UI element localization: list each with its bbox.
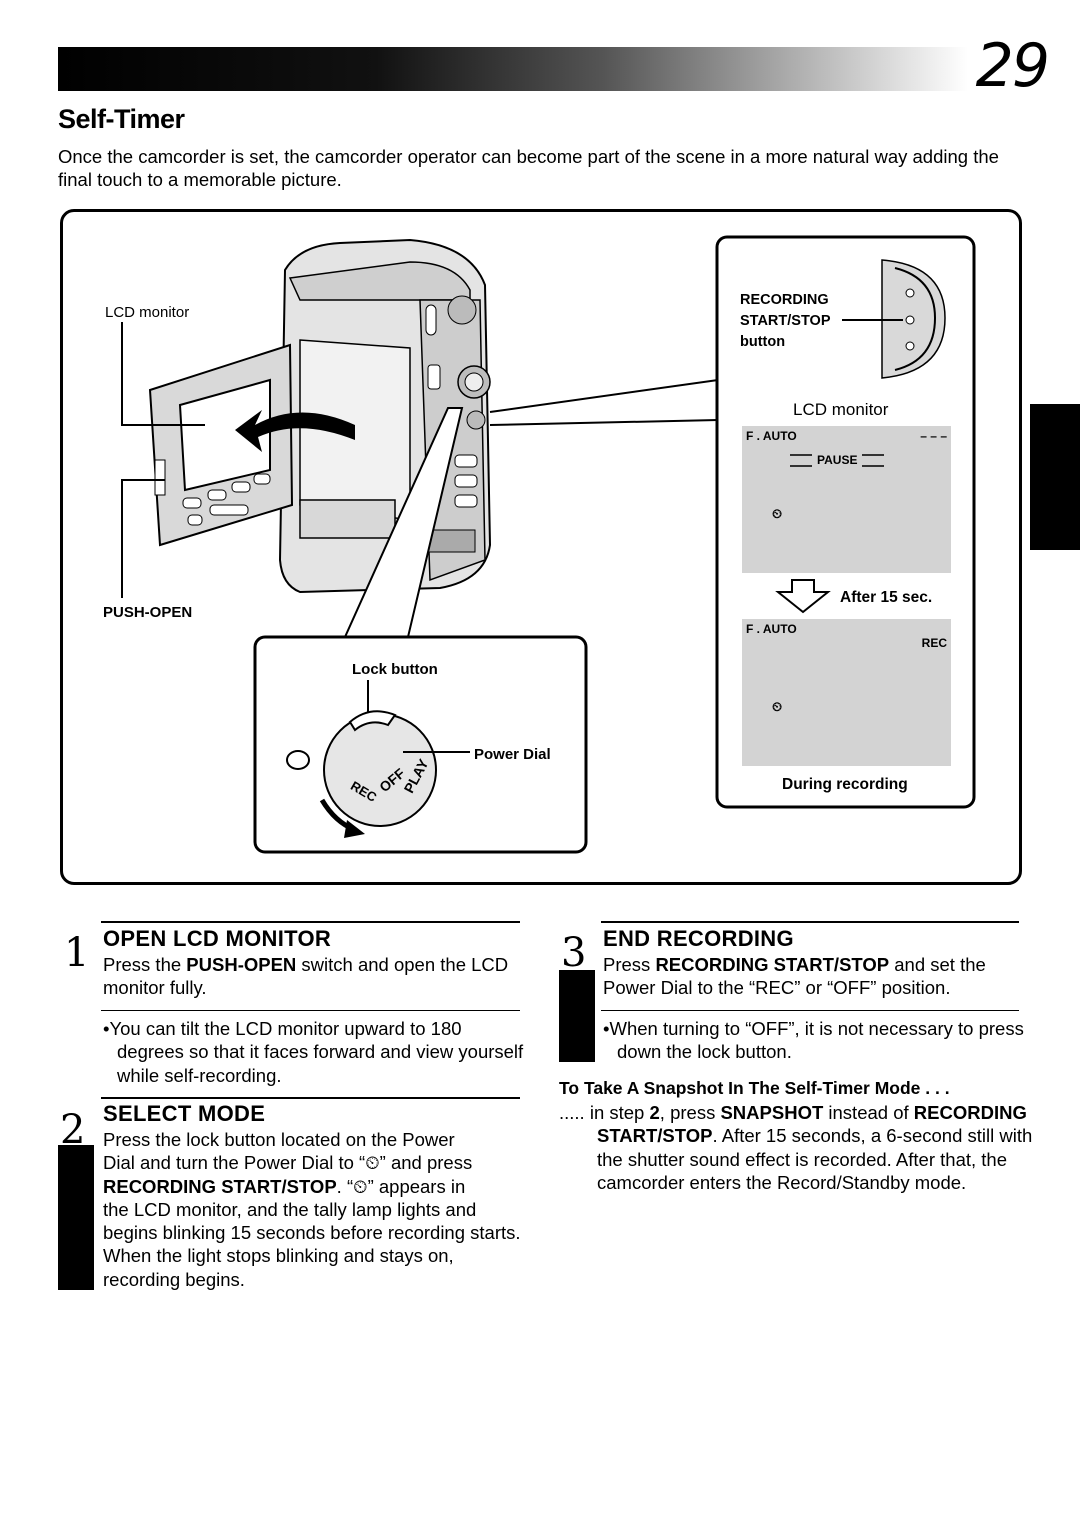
- lcd-screen-rec: F . AUTO REC ⏲: [742, 619, 951, 766]
- after-label: After 15 sec.: [840, 589, 933, 606]
- snapshot-t5: . After 15 seconds, a 6-second still wit…: [597, 1125, 1033, 1193]
- page-title: Self-Timer: [58, 104, 185, 134]
- step3-bullet: •When turning to “OFF”, it is not necess…: [603, 1018, 1024, 1063]
- step3-heading: END RECORDING: [603, 926, 794, 951]
- step2-rest: the LCD monitor, and the tally lamp ligh…: [103, 1198, 521, 1290]
- step2-number: 2: [60, 1107, 86, 1153]
- snapshot-t2: , press: [659, 1102, 721, 1123]
- lcd-callout-line: [121, 322, 205, 426]
- lock-button: [348, 710, 397, 732]
- step2-line3-post: ” appears in: [367, 1175, 466, 1197]
- step3-bar: [559, 970, 595, 1062]
- step1-text-pre: Press the: [103, 954, 187, 975]
- section-tab: [1030, 404, 1080, 550]
- lcd-monitor-label: LCD monitor: [105, 304, 190, 321]
- screen1-tape: – – –: [920, 429, 947, 443]
- step3-divider: [601, 1010, 1019, 1011]
- step2-line3-bold: RECORDING START/STOP: [103, 1175, 337, 1197]
- screen1-status-row: PAUSE: [790, 453, 885, 467]
- rec-button-label: RECORDING START/STOP button: [740, 290, 831, 353]
- step1-divider: [101, 1010, 520, 1011]
- snapshot-t4b: RECORDING START/STOP: [597, 1102, 1027, 1147]
- snapshot-dots: .....: [559, 1102, 585, 1123]
- snapshot-t3: instead of: [823, 1102, 909, 1123]
- snapshot-heading: To Take A Snapshot In The Self-Timer Mod…: [559, 1078, 950, 1098]
- step2-bar: [58, 1145, 94, 1290]
- header-bar: [58, 47, 968, 91]
- pause-bars-icon: [790, 453, 812, 467]
- lock-button-label: Lock button: [352, 661, 438, 678]
- step2-heading: SELECT MODE: [103, 1101, 266, 1126]
- screen2-mode: F . AUTO: [746, 622, 797, 636]
- step1-heading: OPEN LCD MONITOR: [103, 926, 332, 951]
- step2-rule: [101, 1097, 520, 1099]
- rec-button-label-line2: START/STOP: [740, 313, 831, 329]
- snapshot-t2b: SNAPSHOT: [720, 1102, 824, 1123]
- tally-lamp: [286, 750, 310, 770]
- lcd-screen-pause: F . AUTO – – – PAUSE ⏲: [742, 426, 951, 573]
- open-arrow-icon: [235, 410, 355, 452]
- step2-line3: RECORDING START/STOP. “⏲” appears in: [103, 1175, 521, 1198]
- push-open-label: PUSH-OPEN: [103, 604, 193, 621]
- step3-text-post: and set the Power Dial to the “REC” or “…: [603, 954, 986, 999]
- self-timer-icon: ⏲: [365, 1152, 380, 1174]
- step2-text: Press the lock button located on the Pow…: [103, 1128, 521, 1291]
- during-recording-label: During recording: [782, 776, 908, 793]
- step2-line1: Press the lock button located on the Pow…: [103, 1129, 455, 1150]
- screen2-status: REC: [921, 636, 947, 650]
- screen1-mode: F . AUTO: [746, 429, 797, 443]
- page-number: 29: [975, 31, 1050, 101]
- step1-text-post: switch and open the LCD monitor fully.: [103, 954, 509, 999]
- self-timer-icon: ⏲: [772, 699, 783, 714]
- power-dial-label: Power Dial: [474, 746, 551, 763]
- step2-line2-pre: Dial and turn the Power Dial to “: [103, 1152, 366, 1174]
- push-open-callout-line: [121, 479, 165, 598]
- intro-paragraph: Once the camcorder is set, the camcorder…: [58, 146, 999, 190]
- step1-bullet: •You can tilt the LCD monitor upward to …: [103, 1018, 524, 1086]
- self-timer-icon: ⏲: [353, 1175, 368, 1197]
- step3-text-pre: Press: [603, 954, 656, 975]
- illustration-frame: [60, 209, 1022, 885]
- step1-number: 1: [64, 930, 90, 976]
- lcd-monitor-title: LCD monitor: [793, 400, 889, 419]
- step1-text: Press the PUSH-OPEN switch and open the …: [103, 953, 518, 1000]
- lcd-panel: [148, 343, 294, 547]
- step2-line2-post: ” and press: [379, 1152, 473, 1174]
- rec-button-label-line1: RECORDING: [740, 292, 829, 308]
- step3-rule: [601, 921, 1019, 923]
- screen1-status: PAUSE: [817, 453, 858, 467]
- step1-rule: [101, 921, 520, 923]
- step2-line3-mid: . “: [336, 1175, 354, 1197]
- down-arrow-icon: [775, 579, 831, 614]
- step3-text: Press RECORDING START/STOP and set the P…: [603, 953, 1018, 1000]
- step3-number: 3: [561, 930, 587, 976]
- step3-text-bold: RECORDING START/STOP: [655, 954, 890, 975]
- snapshot-t1b: 2: [649, 1102, 660, 1123]
- snapshot-text: ..... in step 2, press SNAPSHOT instead …: [559, 1101, 1057, 1194]
- rec-button-label-line3: button: [740, 334, 786, 350]
- step2-line2: Dial and turn the Power Dial to “⏲” and …: [103, 1151, 521, 1174]
- step1-text-bold: PUSH-OPEN: [186, 954, 297, 975]
- snapshot-t1: in step: [584, 1102, 650, 1123]
- self-timer-icon: ⏲: [772, 506, 783, 521]
- pause-bars-icon: [862, 453, 885, 467]
